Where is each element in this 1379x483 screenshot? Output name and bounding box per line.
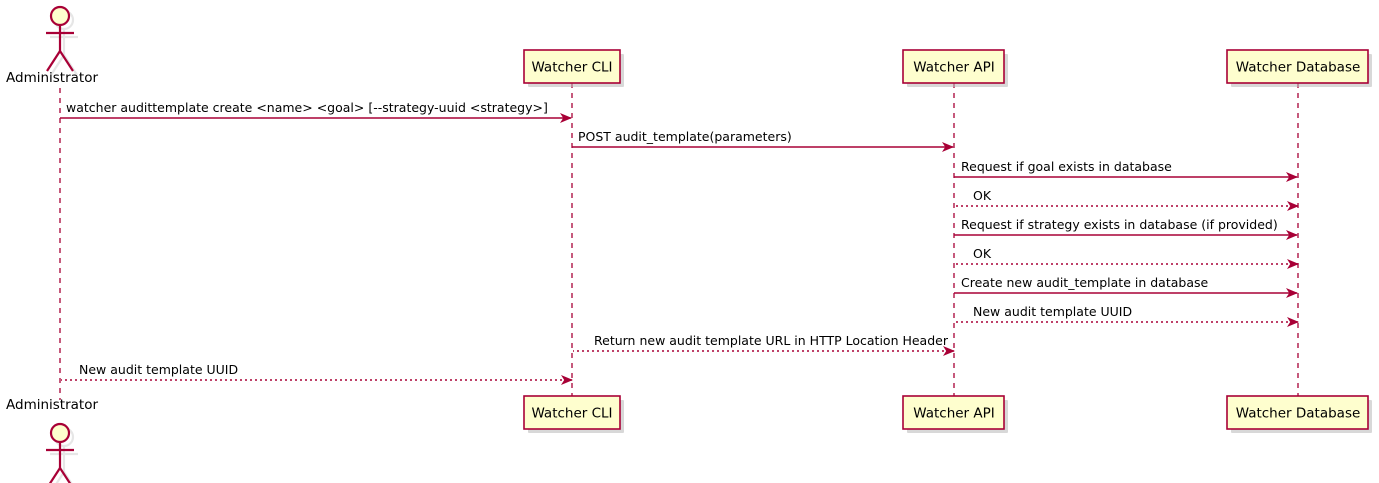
participants-layer: Watcher CLI Watcher CLI Watcher API Watcher… bbox=[523, 49, 1372, 433]
message-5[interactable]: Request if strategy exists in database (… bbox=[954, 217, 1298, 240]
participant-box-rect bbox=[902, 395, 1005, 430]
message-label-3: Request if goal exists in database bbox=[961, 159, 1172, 174]
message-1[interactable]: watcher audittemplate create <name> <goa… bbox=[60, 100, 572, 123]
message-label-2: POST audit_template(parameters) bbox=[578, 129, 792, 144]
message-7[interactable]: Create new audit_template in database bbox=[954, 275, 1298, 298]
actor-figure-administrator-top[interactable] bbox=[46, 5, 78, 76]
actor-head-icon bbox=[49, 5, 71, 27]
participant-label-api: Watcher API bbox=[913, 60, 995, 76]
actor-leg-right bbox=[59, 50, 74, 72]
participant-label-api: Watcher API bbox=[913, 406, 995, 422]
participant-box-cli-top[interactable]: Watcher CLI bbox=[523, 49, 624, 87]
message-9[interactable]: Return new audit template URL in HTTP Lo… bbox=[573, 333, 955, 356]
participant-box-rect bbox=[1226, 49, 1369, 84]
participant-label-cli: Watcher CLI bbox=[531, 406, 612, 422]
participant-box-rect bbox=[902, 49, 1005, 84]
message-label-5: Request if strategy exists in database (… bbox=[961, 217, 1278, 232]
actor-leg-left bbox=[48, 467, 61, 483]
message-label-4: OK bbox=[973, 188, 992, 203]
actor-head-icon bbox=[49, 422, 71, 444]
participant-box-api-top[interactable]: Watcher API bbox=[902, 49, 1008, 87]
participant-box-db-bottom[interactable]: Watcher Database bbox=[1226, 395, 1372, 433]
message-6[interactable]: OK bbox=[955, 246, 1299, 269]
participant-box-db-top[interactable]: Watcher Database bbox=[1226, 49, 1372, 87]
message-label-1: watcher audittemplate create <name> <goa… bbox=[66, 100, 548, 115]
message-8[interactable]: New audit template UUID bbox=[955, 304, 1299, 327]
actor-leg-right bbox=[59, 467, 72, 483]
message-3[interactable]: Request if goal exists in database bbox=[954, 159, 1298, 182]
actor-label-administrator-bottom: Administrator bbox=[6, 397, 98, 413]
participant-label-db: Watcher Database bbox=[1236, 60, 1361, 76]
message-4[interactable]: OK bbox=[955, 188, 1299, 211]
participant-label-db: Watcher Database bbox=[1236, 406, 1361, 422]
message-label-6: OK bbox=[973, 246, 992, 261]
participant-box-rect bbox=[523, 395, 621, 430]
participant-label-cli: Watcher CLI bbox=[531, 60, 612, 76]
actor-leg-left bbox=[46, 50, 61, 72]
participant-box-rect bbox=[1226, 395, 1369, 430]
actor-figure-administrator-bottom[interactable] bbox=[46, 422, 78, 483]
message-label-10: New audit template UUID bbox=[79, 362, 238, 377]
message-2[interactable]: POST audit_template(parameters) bbox=[572, 129, 954, 152]
message-label-9: Return new audit template URL in HTTP Lo… bbox=[594, 333, 949, 348]
participant-box-cli-bottom[interactable]: Watcher CLI bbox=[523, 395, 624, 433]
message-label-7: Create new audit_template in database bbox=[961, 275, 1208, 290]
participant-box-rect bbox=[523, 49, 621, 84]
message-10[interactable]: New audit template UUID bbox=[61, 362, 573, 385]
actor-label-administrator-top: Administrator bbox=[6, 70, 98, 86]
message-label-8: New audit template UUID bbox=[973, 304, 1132, 319]
messages-layer: watcher audittemplate create <name> <goa… bbox=[60, 100, 1299, 385]
participant-box-api-bottom[interactable]: Watcher API bbox=[902, 395, 1008, 433]
lifelines-layer bbox=[59, 83, 1299, 400]
